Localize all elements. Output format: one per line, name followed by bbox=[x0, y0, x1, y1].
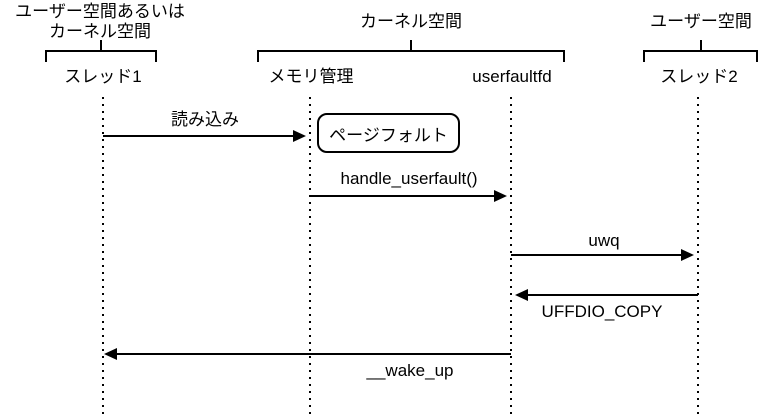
bracket-tick bbox=[643, 52, 645, 62]
page-fault-note: ページフォルト bbox=[317, 113, 460, 153]
group-label-user: ユーザー空間 bbox=[601, 12, 766, 32]
bracket-tick bbox=[155, 52, 157, 62]
message-label-uffdio-copy: UFFDIO_COPY bbox=[541, 302, 663, 321]
arrowhead-right-icon bbox=[293, 130, 306, 142]
group-label-line1: ユーザー空間あるいは bbox=[15, 2, 185, 21]
message-line bbox=[526, 294, 698, 296]
bracket-tick bbox=[100, 40, 102, 50]
group-bracket-user-or-kernel bbox=[45, 40, 157, 64]
message-line bbox=[115, 353, 511, 355]
page-fault-note-label: ページフォルト bbox=[329, 125, 448, 145]
participant-memory-mgmt: メモリ管理 bbox=[268, 67, 354, 86]
participant-thread1: スレッド1 bbox=[64, 67, 142, 86]
participant-userfaultfd: userfaultfd bbox=[472, 67, 552, 86]
bracket-tick bbox=[257, 52, 259, 62]
lifeline-thread1 bbox=[102, 97, 104, 419]
group-label-user-or-kernel: ユーザー空間あるいは カーネル空間 bbox=[0, 2, 200, 42]
bracket-tick bbox=[45, 52, 47, 62]
bracket-tick bbox=[756, 52, 758, 62]
message-label-uwq: uwq bbox=[588, 231, 620, 250]
bracket-tick bbox=[563, 52, 565, 62]
message-label-wake-up: __wake_up bbox=[366, 361, 454, 380]
group-bracket-user bbox=[643, 40, 758, 64]
arrowhead-left-icon bbox=[515, 289, 528, 301]
message-label-handle-userfault: handle_userfault() bbox=[340, 169, 478, 188]
group-label-line1: ユーザー空間 bbox=[650, 12, 752, 31]
lifeline-memory-mgmt bbox=[309, 97, 311, 419]
arrowhead-left-icon bbox=[104, 348, 117, 360]
message-line bbox=[103, 135, 295, 137]
message-label-read: 読み込み bbox=[171, 110, 239, 129]
participant-thread2: スレッド2 bbox=[660, 67, 738, 86]
lifeline-thread2 bbox=[697, 97, 699, 419]
group-bracket-kernel bbox=[257, 40, 565, 64]
lifeline-userfaultfd bbox=[510, 97, 512, 419]
group-label-line2: カーネル空間 bbox=[49, 22, 151, 41]
bracket-tick bbox=[699, 40, 702, 50]
bracket-tick bbox=[410, 40, 412, 50]
group-label-line1: カーネル空間 bbox=[360, 12, 462, 31]
message-line bbox=[310, 195, 496, 197]
arrowhead-right-icon bbox=[681, 249, 694, 261]
group-label-kernel: カーネル空間 bbox=[311, 12, 511, 32]
arrowhead-right-icon bbox=[494, 190, 507, 202]
message-line bbox=[511, 254, 683, 256]
